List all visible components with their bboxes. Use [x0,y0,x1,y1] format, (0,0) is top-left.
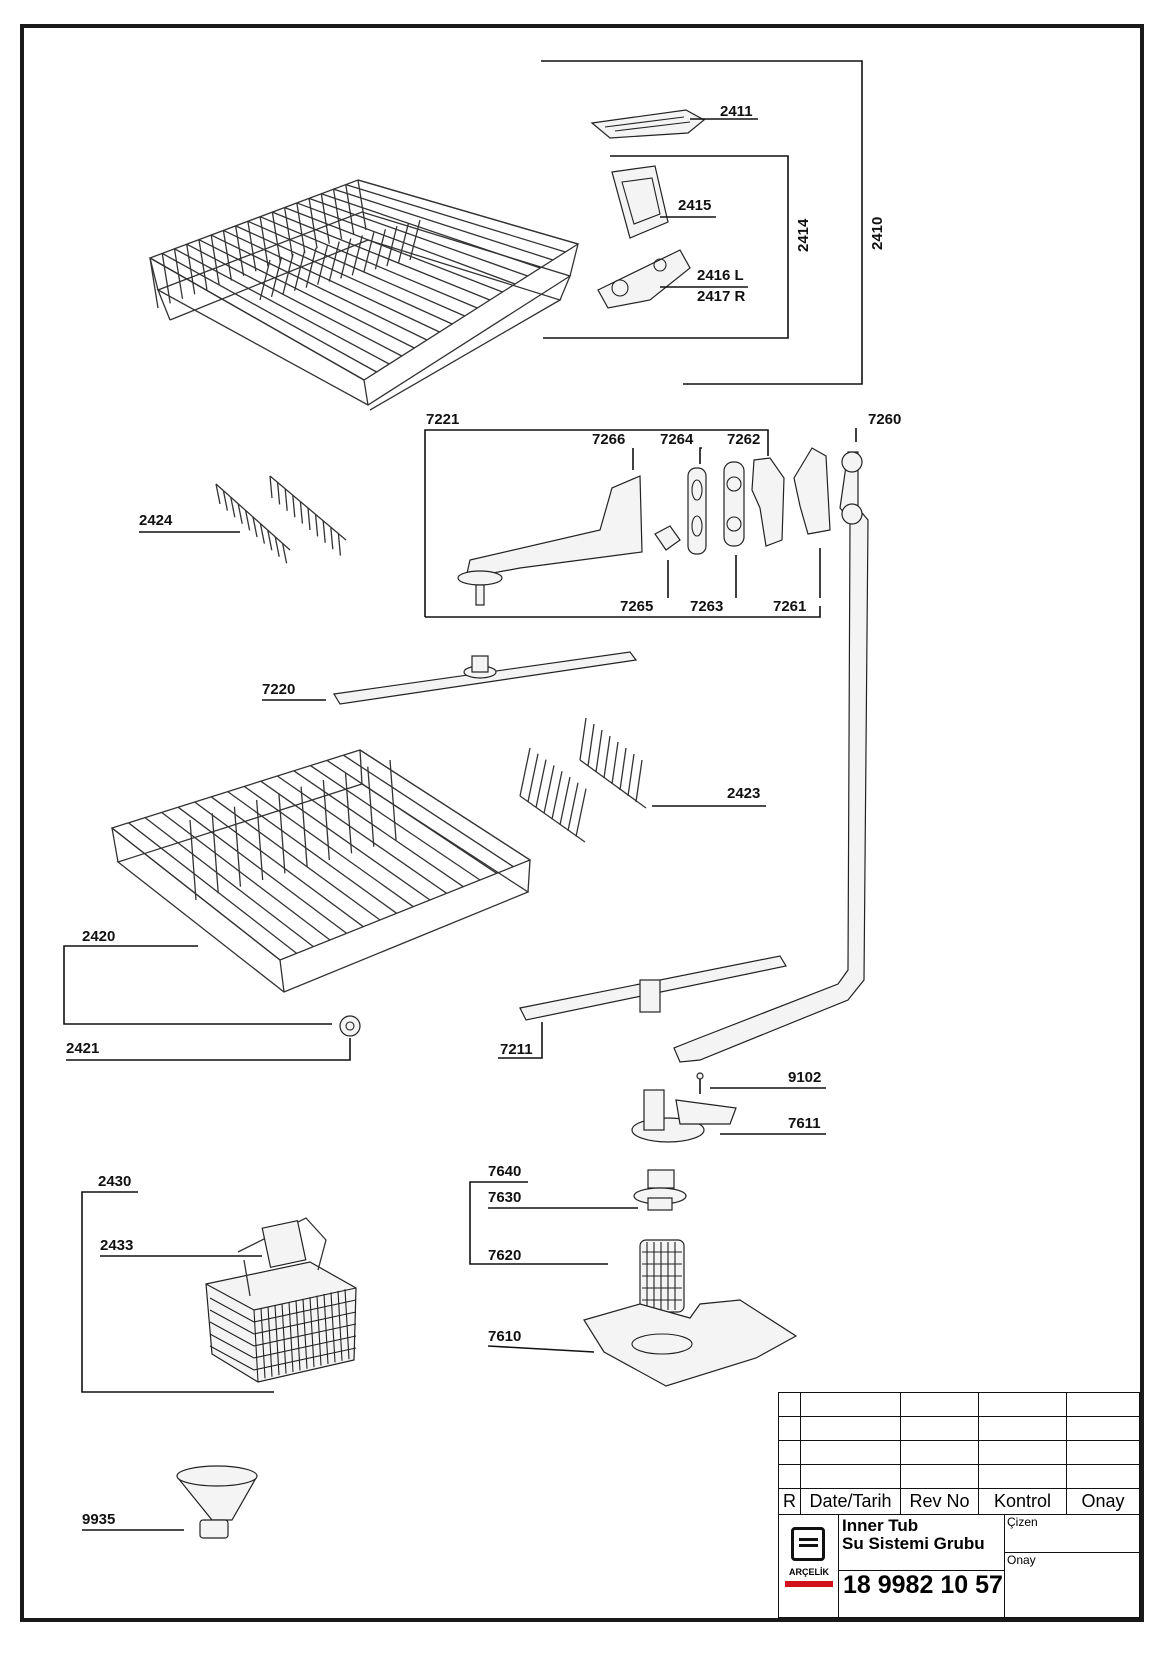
label-7620: 7620 [488,1247,521,1264]
part-9102-screw: 9102 [696,1069,826,1094]
logo-text: ARÇELİK [789,1567,829,1577]
label-2430: 2430 [98,1173,131,1190]
bracket-2410: 2410 [541,60,886,385]
label-7260: 7260 [868,411,901,428]
label-7265: 7265 [620,598,653,615]
bracket-2414: 2414 [543,155,812,339]
header-onay: Onay [1066,1488,1140,1514]
header-rev-no: Rev No [900,1488,978,1514]
upper-basket [148,179,580,411]
title-block: R Date/Tarih Rev No Kontrol Onay ARÇELİK… [778,1392,1140,1618]
part-2415-clip: 2415 [611,165,716,239]
part-2423-tines: 2423 [519,717,766,843]
part-7220-spray-arm: 7220 [262,651,638,705]
label-2415: 2415 [678,197,711,214]
label-2411: 2411 [720,103,753,120]
bracket-2430: 2430 [81,1173,274,1393]
part-7611: 7611 [631,1089,826,1143]
bracket-2420: 2420 [63,928,332,1025]
part-7262: 7262 [727,431,785,547]
label-7640: 7640 [488,1163,521,1180]
part-7261: 7261 [773,447,831,615]
label-7611: 7611 [788,1115,821,1132]
title-line2: Su Sistemi Grubu [842,1534,985,1553]
part-2416-adjuster: 2416 L 2417 R [597,249,748,309]
label-7263: 7263 [690,598,723,615]
part-2424-tines: 2424 [139,475,347,564]
part-7266-upper-arm: 7266 [457,431,643,606]
label-2420: 2420 [82,928,115,945]
label-7221: 7221 [426,411,459,428]
cizen-label: Çizen [1004,1514,1140,1552]
label-7264: 7264 [660,431,694,448]
label-7261: 7261 [773,598,806,615]
part-7260-supply-pipe: 7260 [673,411,901,1063]
part-7610-filter-plate: 7610 [487,1299,798,1387]
part-7620-filter: 7620 [488,1239,685,1313]
part-7211-spray-arm: 7211 [498,955,787,1059]
onay-label: Onay [1004,1552,1140,1618]
drawing-frame [20,24,1144,1622]
label-2414: 2414 [795,218,812,252]
part-7265: 7265 [620,525,681,615]
bracket-7221: 7221 [424,411,821,618]
label-9935: 9935 [82,1511,115,1528]
part-7264: 7264 [660,431,707,555]
title-cell: Inner Tub Su Sistemi Grubu [838,1514,1004,1570]
label-2423: 2423 [727,785,760,802]
header-kontrol: Kontrol [978,1488,1066,1514]
part-7630-filter-cap: 7630 [488,1169,687,1211]
bracket-7640: 7640 [469,1163,608,1265]
label-9102: 9102 [788,1069,821,1086]
part-7263: 7263 [690,461,745,615]
lower-basket [110,749,532,993]
title-line1: Inner Tub [842,1516,919,1535]
header-r: R [778,1488,800,1514]
part-2433-cutlery-basket: 2433 [100,1217,357,1383]
header-date: Date/Tarih [800,1488,900,1514]
part-2411-rail-stopper: 2411 [590,103,758,139]
label-7610: 7610 [488,1328,521,1345]
arcelik-logo: ARÇELİK [778,1514,838,1618]
label-7630: 7630 [488,1189,521,1206]
label-2417: 2417 R [697,288,746,305]
label-2421: 2421 [66,1040,99,1057]
label-7266: 7266 [592,431,625,448]
label-7211: 7211 [500,1041,533,1058]
label-2410: 2410 [869,217,886,250]
label-7220: 7220 [262,681,295,698]
label-7262: 7262 [727,431,760,448]
drawing-number: 18 9982 10 57 [838,1570,1004,1618]
part-2421-wheel: 2421 [66,1015,361,1061]
label-2424: 2424 [139,512,173,529]
part-9935-funnel: 9935 [82,1465,258,1539]
label-2433: 2433 [100,1237,133,1254]
label-2416: 2416 L [697,267,744,284]
